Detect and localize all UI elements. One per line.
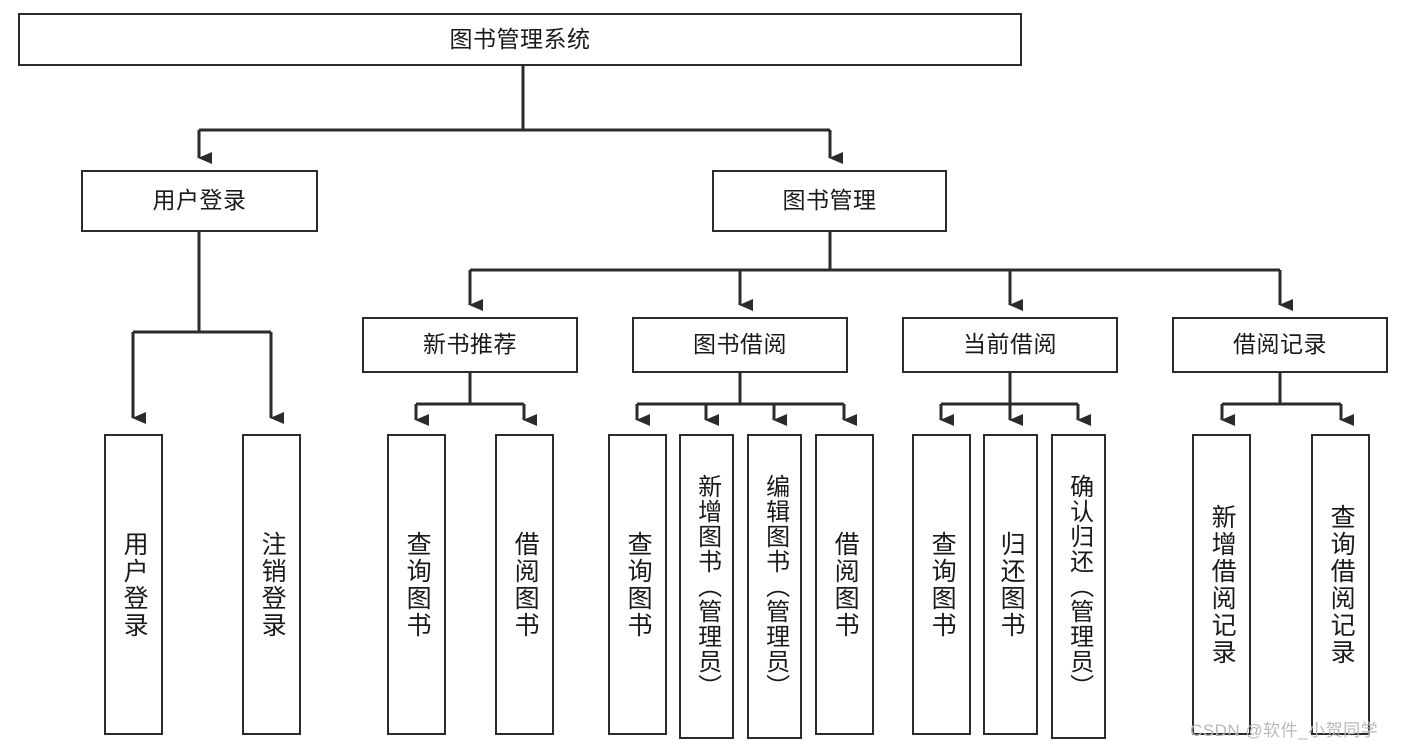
node-label: 查询借阅记录: [1327, 503, 1356, 666]
node-label: 新增图书（管理员）: [693, 474, 721, 699]
leaf-borrow-book-recommend[interactable]: 借阅图书: [495, 434, 554, 735]
node-book-borrow[interactable]: 图书借阅: [632, 317, 848, 373]
node-label: 确认归还（管理员）: [1065, 474, 1093, 699]
leaf-query-book-borrow[interactable]: 查询图书: [608, 434, 667, 735]
node-label: 借阅图书: [511, 530, 540, 639]
leaf-return-book[interactable]: 归还图书: [983, 434, 1038, 735]
node-label: 新书推荐: [423, 331, 517, 358]
leaf-confirm-return-admin[interactable]: 确认归还（管理员）: [1051, 434, 1106, 739]
node-current-borrow[interactable]: 当前借阅: [902, 317, 1118, 373]
node-label: 归还图书: [997, 530, 1026, 639]
node-label: 查询图书: [928, 530, 957, 639]
csdn-watermark: CSDN @软件_小贺同学: [1190, 721, 1379, 740]
node-label: 图书管理: [782, 187, 877, 214]
node-label: 新增借阅记录: [1208, 503, 1237, 666]
node-label: 图书借阅: [693, 331, 787, 358]
node-label: 用户登录: [120, 530, 149, 639]
node-label: 图书管理系统: [449, 25, 591, 52]
node-book-management[interactable]: 图书管理: [712, 170, 947, 232]
node-new-book-recommend[interactable]: 新书推荐: [362, 317, 578, 373]
leaf-user-login[interactable]: 用户登录: [104, 434, 163, 735]
node-label: 查询图书: [403, 530, 432, 639]
node-user-login[interactable]: 用户登录: [81, 170, 318, 232]
leaf-query-book-recommend[interactable]: 查询图书: [387, 434, 446, 735]
leaf-query-book-current[interactable]: 查询图书: [912, 434, 971, 735]
node-borrow-record[interactable]: 借阅记录: [1172, 317, 1388, 373]
leaf-edit-book-admin[interactable]: 编辑图书（管理员）: [747, 434, 802, 739]
leaf-borrow-book-borrow[interactable]: 借阅图书: [815, 434, 874, 735]
node-label: 查询图书: [624, 530, 653, 639]
node-label: 借阅图书: [831, 530, 860, 639]
node-root-book-management-system[interactable]: 图书管理系统: [18, 13, 1022, 66]
leaf-logout-login[interactable]: 注销登录: [242, 434, 301, 735]
leaf-add-book-admin[interactable]: 新增图书（管理员）: [679, 434, 734, 739]
node-label: 编辑图书（管理员）: [761, 474, 789, 699]
node-label: 借阅记录: [1233, 331, 1327, 358]
leaf-add-borrow-record[interactable]: 新增借阅记录: [1192, 434, 1251, 735]
node-label: 当前借阅: [963, 331, 1057, 358]
leaf-query-borrow-record[interactable]: 查询借阅记录: [1311, 434, 1370, 735]
node-label: 注销登录: [258, 530, 287, 639]
node-label: 用户登录: [152, 187, 247, 214]
